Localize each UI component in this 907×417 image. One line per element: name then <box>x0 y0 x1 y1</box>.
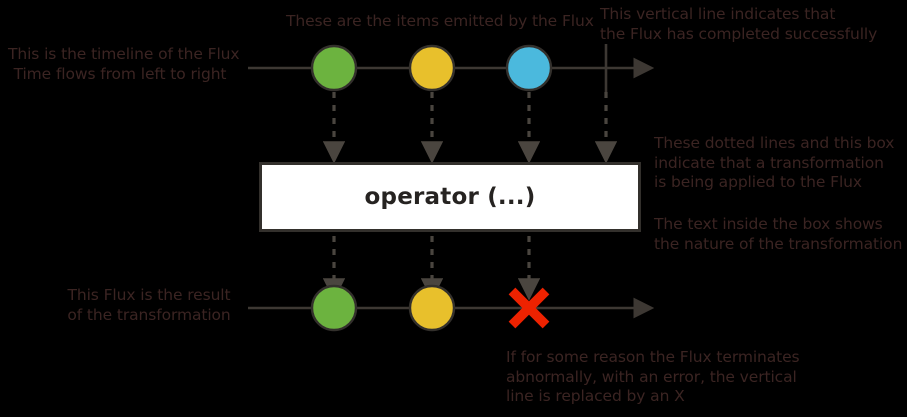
annotation-transformation-right: These dotted lines and this box indicate… <box>654 134 895 191</box>
annotation-box-text-right: The text inside the box shows the nature… <box>654 215 903 253</box>
source-item-blue <box>505 44 553 92</box>
transform-arrows-out-of-box <box>322 236 541 301</box>
operator-box-label: operator (...) <box>364 184 536 210</box>
transform-arrows-into-box <box>322 92 618 164</box>
source-item-yellow <box>408 44 456 92</box>
annotation-timeline-left: This is the timeline of the Flux Time fl… <box>8 45 240 83</box>
timeline-source-flux <box>248 44 655 92</box>
annotation-result-left: This Flux is the result of the transform… <box>67 286 231 324</box>
operator-box: operator (...) <box>259 162 641 232</box>
result-item-yellow <box>408 284 456 332</box>
result-item-green <box>310 284 358 332</box>
annotation-error-bottom: If for some reason the Flux terminates a… <box>506 348 800 405</box>
source-item-green <box>310 44 358 92</box>
timeline-result-flux <box>248 284 655 332</box>
error-cross-icon <box>508 287 550 329</box>
annotation-completion-top-right: This vertical line indicates that the Fl… <box>600 5 878 43</box>
annotation-items-top: These are the items emitted by the Flux <box>286 12 594 30</box>
